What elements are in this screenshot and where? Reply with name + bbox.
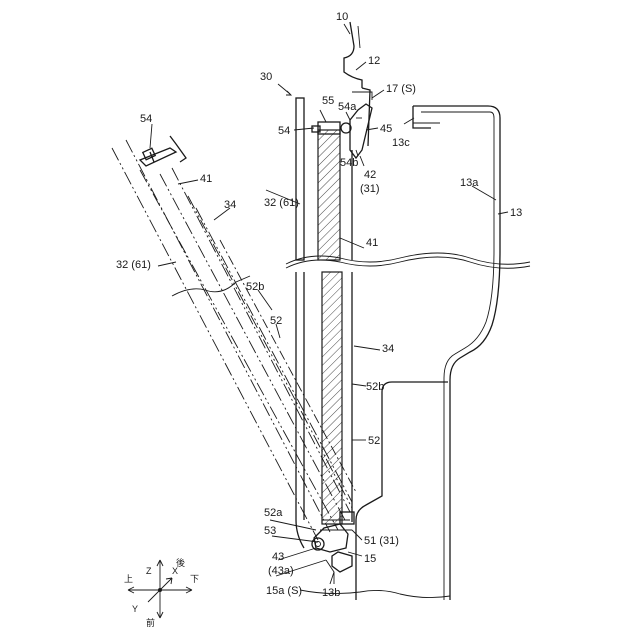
label-54-top: 54 [140, 113, 152, 125]
label-52b-left: 52b [246, 281, 264, 293]
label-30: 30 [260, 71, 272, 83]
label-10: 10 [336, 11, 348, 23]
label-53: 53 [264, 525, 276, 537]
label-13a: 13a [460, 177, 479, 189]
label-13: 13 [510, 207, 522, 219]
label-51: 51 (31) [364, 535, 399, 547]
axis-up: 上 [124, 574, 133, 585]
label-15a: 15a (S) [266, 585, 302, 597]
label-52b-right: 52b [366, 381, 384, 393]
label-43a: (43a) [268, 565, 294, 577]
label-42: 42 [364, 169, 376, 181]
label-52-left: 52 [270, 315, 282, 327]
label-31: (31) [360, 183, 380, 195]
label-13c: 13c [392, 137, 410, 149]
label-41-right: 41 [366, 237, 378, 249]
label-34-left: 34 [224, 199, 236, 211]
label-54b: 54b [340, 157, 358, 169]
seat-closed [318, 130, 352, 524]
axis-y: Y [132, 604, 138, 614]
label-12: 12 [368, 55, 380, 67]
label-17s: 17 (S) [386, 83, 416, 95]
label-43: 43 [272, 551, 284, 563]
label-13b: 13b [322, 587, 340, 599]
label-52-right: 52 [368, 435, 380, 447]
axis-down: 下 [190, 575, 199, 585]
axis-indicator: 上 下 前 後 Z X Y [124, 557, 199, 629]
label-34-right: 34 [382, 343, 394, 355]
label-15: 15 [364, 553, 376, 565]
label-32-left: 32 (61) [116, 259, 151, 271]
label-55: 55 [322, 95, 334, 107]
axis-front: 前 [146, 617, 155, 629]
label-32-right: 32 (61) [264, 197, 299, 209]
label-45: 45 [380, 123, 392, 135]
axis-x: X [172, 566, 178, 576]
label-41-left: 41 [200, 173, 212, 185]
axis-z: Z [146, 566, 152, 576]
label-52a: 52a [264, 507, 283, 519]
label-54-right: 54 [278, 125, 290, 137]
label-54a: 54a [338, 101, 357, 113]
